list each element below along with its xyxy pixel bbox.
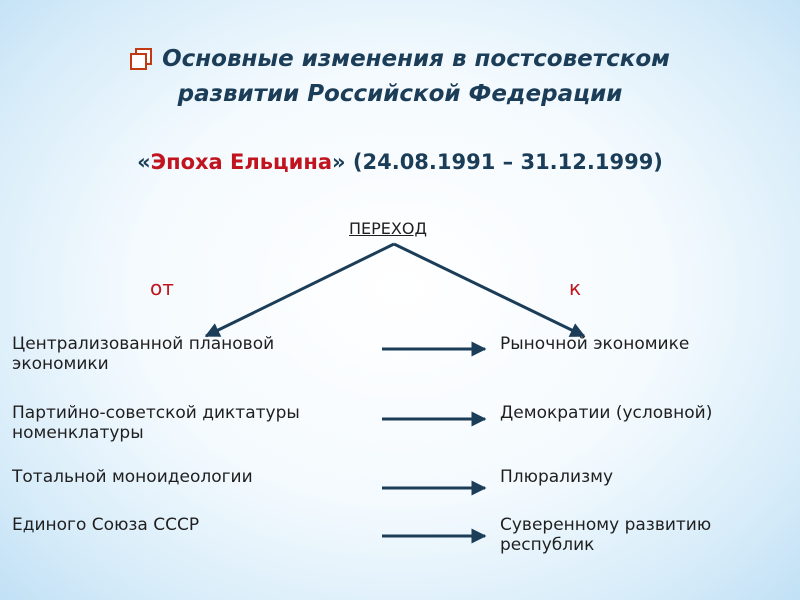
from-item-1-line-2: экономики [12, 354, 109, 374]
hollow-double-square-bullet-icon [130, 48, 153, 70]
to-item-4-line-1: Суверенному развитию [500, 515, 712, 535]
from-item-4-line-1: Единого Союза СССР [12, 515, 200, 535]
from-item-1-line-1: Централизованной плановой [12, 334, 275, 354]
from-item-2: Партийно-советской диктатуры номенклатур… [12, 403, 372, 443]
from-label: от [150, 276, 174, 300]
from-item-2-line-2: номенклатуры [12, 423, 144, 443]
era-dates: (24.08.1991 – 31.12.1999) [345, 150, 663, 174]
split-arrow-right [393, 242, 586, 338]
split-arrow-left [204, 242, 395, 338]
to-item-2: Демократии (условной) [500, 403, 790, 423]
to-item-4-line-2: республик [500, 535, 595, 555]
to-item-3-line-1: Плюрализму [500, 467, 614, 487]
to-item-2-line-1: Демократии (условной) [500, 403, 713, 423]
transition-label: ПЕРЕХОД [349, 219, 427, 238]
era-heading: «Эпоха Ельцина» (24.08.1991 – 31.12.1999… [0, 150, 800, 174]
to-item-4: Суверенному развитию республик [500, 515, 790, 555]
era-quote-close: » [332, 150, 346, 174]
from-item-2-line-1: Партийно-советской диктатуры [12, 403, 300, 423]
slide-title: Основные изменения в постсоветском разви… [0, 42, 800, 112]
from-item-4: Единого Союза СССР [12, 515, 372, 535]
from-item-3: Тотальной моноидеологии [12, 467, 372, 487]
era-name: Эпоха Ельцина [150, 150, 332, 174]
to-item-1: Рыночной экономике [500, 334, 790, 354]
to-item-1-line-1: Рыночной экономике [500, 334, 690, 354]
to-item-3: Плюрализму [500, 467, 790, 487]
from-item-1: Централизованной плановой экономики [12, 334, 372, 374]
title-line-1: Основные изменения в постсоветском [0, 42, 800, 77]
to-label: к [569, 276, 582, 300]
from-item-3-line-1: Тотальной моноидеологии [12, 467, 253, 487]
title-text-1: Основные изменения в постсоветском [162, 46, 670, 72]
title-line-2: развитии Российской Федерации [177, 81, 623, 107]
era-quote-open: « [137, 150, 151, 174]
